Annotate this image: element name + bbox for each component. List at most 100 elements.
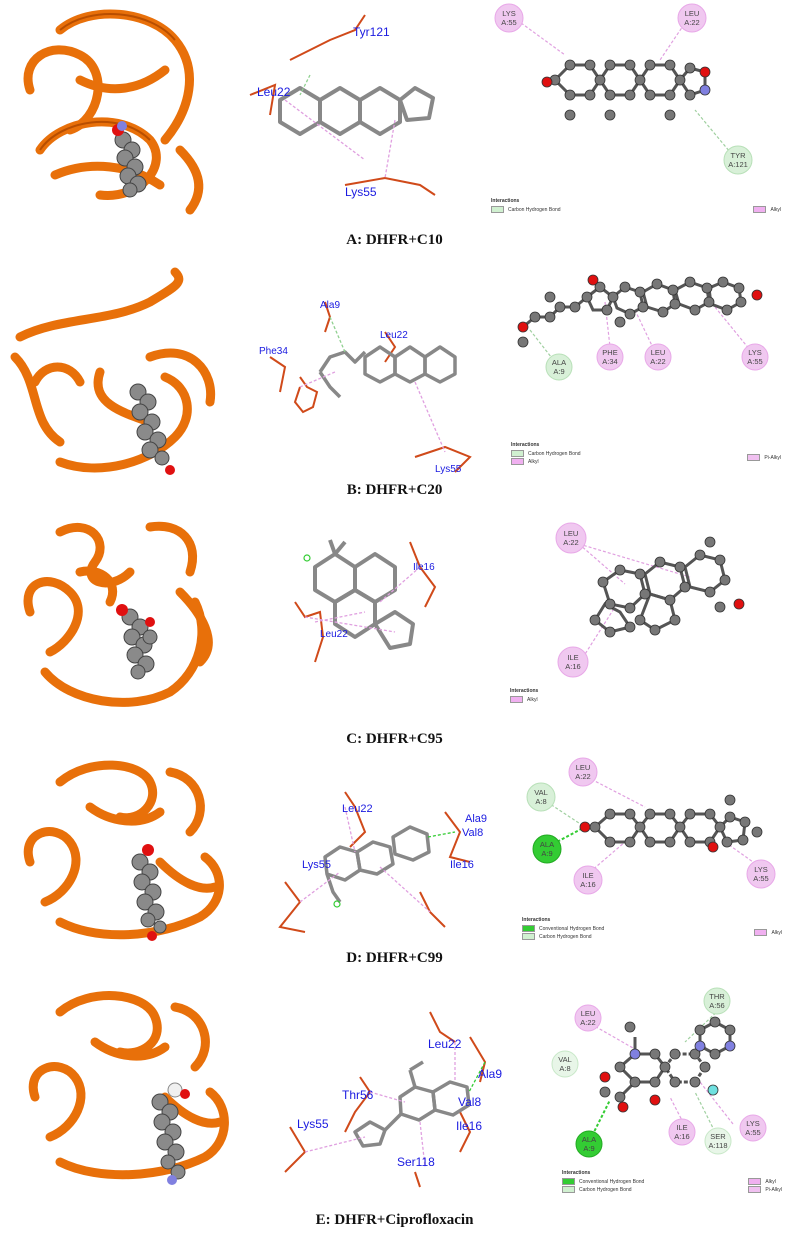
svg-text:ALA: ALA — [582, 1135, 596, 1144]
residue-label-lys55: Lys55 — [302, 859, 331, 871]
residue-label-lys55: Lys55 — [297, 1117, 329, 1131]
residue-disc-tyr121: TYR A:121 — [723, 145, 753, 175]
residue-disc-leu22: LEU A:22 — [677, 3, 707, 33]
residue-label-leu22: Leu22 — [342, 803, 373, 815]
svg-text:A:8: A:8 — [535, 797, 546, 806]
legend-c: Interactions Alkyl — [510, 688, 660, 704]
svg-text:A:9: A:9 — [553, 367, 564, 376]
svg-text:A:22: A:22 — [575, 772, 590, 781]
svg-text:A:55: A:55 — [501, 18, 516, 27]
svg-text:LYS: LYS — [746, 1119, 760, 1128]
svg-text:ALA: ALA — [540, 840, 554, 849]
legend-item-pi-alkyl: Pi-Alkyl — [748, 1186, 782, 1193]
svg-text:A:34: A:34 — [602, 357, 617, 366]
svg-text:A:55: A:55 — [753, 874, 768, 883]
protein-ribbon-c — [23, 521, 213, 707]
residue-label-ser118: Ser118 — [397, 1155, 435, 1169]
residue-disc-lys55: LYS A:55 — [746, 859, 776, 889]
residue-label-leu22: Leu22 — [380, 330, 408, 341]
residue-disc-ser118: SER A:118 — [704, 1127, 732, 1155]
caption-c: C: DHFR+C95 — [346, 731, 443, 747]
svg-text:A:56: A:56 — [709, 1001, 724, 1010]
residue-label-phe34: Phe34 — [259, 346, 288, 357]
interaction-map-c: LEU A:22 ILE A:16 — [555, 522, 745, 678]
binding-pose-e: Leu22 Ala9 Thr56 Val8 Lys55 Ile16 Ser118 — [284, 1011, 502, 1188]
protein-ribbon-b — [10, 267, 216, 475]
legend-title: Interactions — [511, 442, 540, 448]
legend-title: Interactions — [562, 1170, 591, 1176]
residue-label-ala9: Ala9 — [478, 1067, 502, 1081]
interaction-map-a: LYS A:55 LEU A:22 TYR A:121 — [494, 3, 753, 175]
legend-item-alkyl: Alkyl — [748, 1178, 782, 1185]
svg-text:A:22: A:22 — [650, 357, 665, 366]
residue-disc-leu22: LEU A:22 — [644, 343, 672, 371]
svg-text:ILE: ILE — [676, 1123, 687, 1132]
binding-pose-c: Ile16 Leu22 — [294, 539, 437, 663]
residue-label-ala9: Ala9 — [320, 300, 340, 311]
binding-pose-d: Leu22 Ala9 Val8 Lys55 Ile16 — [278, 791, 487, 933]
residue-label-ile16: Ile16 — [413, 562, 435, 573]
svg-text:LYS: LYS — [748, 348, 762, 357]
caption-a: A: DHFR+C10 — [346, 232, 443, 248]
residue-label-leu22: Leu22 — [320, 629, 348, 640]
residue-disc-lys55: LYS A:55 — [739, 1114, 767, 1142]
residue-label-val8: Val8 — [462, 827, 483, 839]
residue-disc-val8: VAL A:8 — [551, 1050, 579, 1078]
residue-label-ile16: Ile16 — [456, 1119, 482, 1133]
residue-disc-ala9: ALA A:9 — [532, 834, 562, 864]
residue-label-ile16: Ile16 — [450, 859, 474, 871]
svg-text:ILE: ILE — [567, 653, 578, 662]
svg-text:LEU: LEU — [685, 9, 700, 18]
legend-item-conventional-h-bond: Conventional Hydrogen Bond — [562, 1178, 644, 1185]
legend-title: Interactions — [491, 198, 520, 204]
legend-b: Interactions Carbon Hydrogen Bond Alkyl … — [511, 442, 781, 466]
protein-ribbon-a — [23, 9, 204, 215]
residue-disc-ala9: ALA A:9 — [545, 353, 573, 381]
svg-text:PHE: PHE — [602, 348, 617, 357]
residue-label-thr56: Thr56 — [342, 1088, 374, 1102]
panel-a: Tyr121 Leu22 Lys55 LYS — [0, 0, 789, 250]
svg-text:LEU: LEU — [581, 1009, 596, 1018]
residue-disc-ile16: ILE A:16 — [668, 1118, 696, 1146]
residue-label-val8: Val8 — [458, 1095, 481, 1109]
legend-item-carbon-h-bond: Carbon Hydrogen Bond — [511, 450, 581, 457]
residue-label-leu22: Leu22 — [428, 1037, 462, 1051]
panel-e: Leu22 Ala9 Thr56 Val8 Lys55 Ile16 Ser118 — [0, 982, 789, 1239]
caption-d: D: DHFR+C99 — [346, 950, 443, 966]
caption-b: B: DHFR+C20 — [346, 482, 443, 498]
residue-disc-lys55: LYS A:55 — [494, 3, 524, 33]
svg-text:A:55: A:55 — [747, 357, 762, 366]
legend-title: Interactions — [510, 688, 539, 694]
svg-text:A:118: A:118 — [708, 1141, 727, 1150]
legend-d: Interactions Conventional Hydrogen Bond … — [522, 917, 782, 941]
legend-item-carbon-h-bond: Carbon Hydrogen Bond — [562, 1186, 644, 1193]
residue-disc-val8: VAL A:8 — [526, 782, 556, 812]
svg-text:LYS: LYS — [502, 9, 516, 18]
svg-text:A:121: A:121 — [728, 160, 748, 169]
legend-item-alkyl: Alkyl — [753, 206, 781, 213]
svg-text:LEU: LEU — [651, 348, 666, 357]
protein-ribbon-e — [28, 991, 229, 1185]
interaction-map-d: LEU A:22 VAL A:8 ALA A:9 ILE A:16 LYS A:… — [526, 757, 776, 895]
panel-c: Ile16 Leu22 LEU A: — [0, 512, 789, 752]
svg-text:VAL: VAL — [534, 788, 548, 797]
residue-disc-ala9: ALA A:9 — [575, 1130, 603, 1158]
svg-text:A:22: A:22 — [563, 538, 578, 547]
legend-item-pi-alkyl: Pi-Alkyl — [747, 450, 781, 465]
protein-ribbon-d — [23, 760, 224, 941]
legend-item-conventional-h-bond: Conventional Hydrogen Bond — [522, 925, 604, 932]
residue-disc-phe34: PHE A:34 — [596, 343, 624, 371]
svg-text:A:16: A:16 — [565, 662, 580, 671]
svg-text:A:9: A:9 — [583, 1144, 594, 1153]
svg-text:THR: THR — [709, 992, 725, 1001]
svg-text:A:8: A:8 — [559, 1064, 570, 1073]
residue-disc-leu22: LEU A:22 — [568, 757, 598, 787]
residue-disc-lys55: LYS A:55 — [741, 343, 769, 371]
svg-text:A:9: A:9 — [541, 849, 552, 858]
binding-pose-b: Ala9 Leu22 Phe34 Lys55 — [259, 300, 472, 475]
legend-item-alkyl: Alkyl — [510, 696, 660, 703]
residue-label-leu22: Leu22 — [257, 85, 291, 99]
legend-item-carbon-h-bond: Carbon Hydrogen Bond — [491, 206, 561, 213]
residue-disc-thr56: THR A:56 — [703, 987, 731, 1015]
svg-text:SER: SER — [710, 1132, 726, 1141]
